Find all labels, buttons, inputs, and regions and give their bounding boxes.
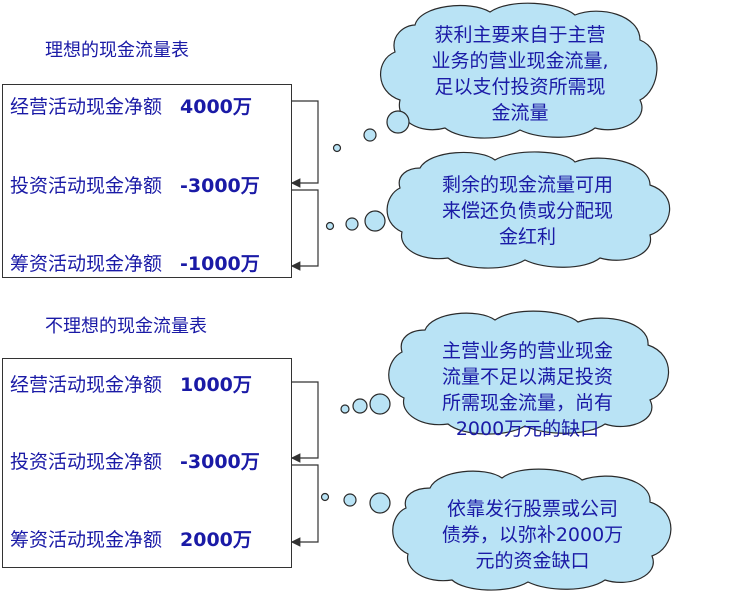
row-label: 投资活动现金净额 — [10, 175, 163, 197]
nonideal-cashflow-box — [2, 358, 292, 568]
thought-bubble — [325, 221, 335, 231]
thought-bubble — [364, 210, 386, 232]
thought-bubble — [363, 128, 377, 142]
nonideal-cloud2-text: 依靠发行股票或公司 债券，以弥补2000万 元的资金缺口 — [415, 496, 650, 574]
cloud-shape-nonideal-1 — [388, 310, 670, 435]
ideal-cloud2-text: 剩余的现金流量可用 来偿还负债或分配现 金红利 — [410, 172, 645, 250]
thought-bubble — [345, 217, 359, 231]
cloud-line: 主营业务的营业现金 — [441, 340, 613, 362]
cloud-shape-nonideal-2 — [392, 468, 672, 591]
thought-bubble — [332, 143, 342, 153]
cloud-line: 业务的营业现金流量, — [431, 50, 609, 72]
row-amount: 1000万 — [180, 374, 252, 396]
flow-arrow — [290, 100, 319, 188]
ideal-row-operating: 经营活动现金净额 4000万 — [10, 92, 252, 119]
cloud-line: 来偿还负债或分配现 — [441, 200, 613, 222]
thought-bubble — [340, 404, 350, 414]
row-amount: 4000万 — [180, 96, 252, 118]
cloud-line: 2000万元的缺口 — [455, 418, 600, 440]
row-label: 筹资活动现金净额 — [10, 253, 163, 275]
ideal-row-financing: 筹资活动现金净额 -1000万 — [10, 249, 260, 276]
ideal-cashflow-box — [2, 84, 292, 278]
thought-bubble — [386, 110, 410, 134]
thought-bubble — [320, 492, 330, 502]
row-label: 筹资活动现金净额 — [10, 529, 163, 551]
cloud-line: 元的资金缺口 — [475, 550, 590, 572]
cloud-line: 金红利 — [498, 226, 556, 248]
nonideal-row-financing: 筹资活动现金净额 2000万 — [10, 525, 252, 552]
cloud-line: 债券，以弥补2000万 — [441, 524, 624, 546]
ideal-cloud1-text: 获利主要来自于主营 业务的营业现金流量, 足以支付投资所需现 金流量 — [405, 22, 635, 126]
nonideal-row-investing: 投资活动现金净额 -3000万 — [10, 447, 260, 474]
cloud-line: 依靠发行股票或公司 — [446, 498, 618, 520]
flow-arrow — [290, 464, 319, 547]
row-amount: 2000万 — [180, 529, 252, 551]
cloud-line: 所需现金流量，尚有 — [441, 392, 613, 414]
cloud-line: 获利主要来自于主营 — [434, 24, 606, 46]
nonideal-cloud1-text: 主营业务的营业现金 流量不足以满足投资 所需现金流量，尚有 2000万元的缺口 — [410, 338, 645, 442]
thought-bubble — [369, 492, 391, 514]
cloud-shape-ideal-2 — [386, 151, 671, 269]
cloud-line: 剩余的现金流量可用 — [441, 174, 613, 196]
row-label: 经营活动现金净额 — [10, 96, 163, 118]
row-amount: -3000万 — [180, 175, 260, 197]
flow-arrow — [290, 381, 319, 463]
nonideal-title: 不理想的现金流量表 — [45, 316, 207, 337]
flow-arrow — [290, 189, 319, 271]
row-amount: -1000万 — [180, 253, 260, 275]
ideal-row-investing: 投资活动现金净额 -3000万 — [10, 171, 260, 198]
row-label: 经营活动现金净额 — [10, 374, 163, 396]
thought-bubble — [369, 393, 391, 415]
thought-bubble — [343, 493, 357, 507]
ideal-title: 理想的现金流量表 — [45, 40, 189, 61]
thought-bubble — [352, 398, 368, 414]
cloud-line: 流量不足以满足投资 — [441, 366, 613, 388]
row-label: 投资活动现金净额 — [10, 451, 163, 473]
cloud-line: 金流量 — [491, 102, 549, 124]
nonideal-row-operating: 经营活动现金净额 1000万 — [10, 370, 252, 397]
row-amount: -3000万 — [180, 451, 260, 473]
cloud-line: 足以支付投资所需现 — [434, 76, 606, 98]
cloud-shape-ideal-1 — [380, 2, 658, 139]
